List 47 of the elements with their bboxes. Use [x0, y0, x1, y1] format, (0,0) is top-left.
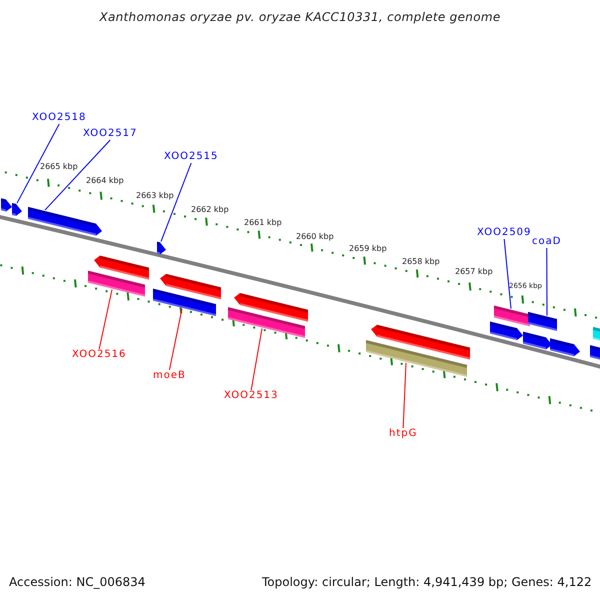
gene-label: XOO2517 [83, 129, 138, 139]
tick-label: 2660 kbp [296, 233, 334, 241]
gene-feature [522, 332, 552, 350]
leader-line [546, 248, 548, 316]
gene-feature [234, 293, 308, 322]
gene-feature [156, 242, 166, 254]
gene-feature [28, 206, 102, 236]
gene-label: XOO2515 [164, 152, 218, 162]
footer-text: Accession: NC_006834 [9, 576, 146, 588]
gene-label: XOO2518 [32, 113, 86, 123]
tick-label: 2663 kbp [136, 192, 174, 200]
gene-feature [12, 202, 22, 216]
gene-feature [228, 307, 306, 338]
tick-label: 2664 kbp [86, 177, 124, 185]
gene-label: XOO2509 [477, 228, 532, 238]
leader-line [98, 289, 112, 350]
leader-line [402, 362, 406, 428]
tick-label: 2657 kbp [455, 268, 493, 276]
gene-feature [366, 340, 468, 377]
gene-feature [371, 324, 470, 360]
leader-line [16, 124, 60, 204]
gene-feature [152, 288, 216, 316]
gene-label: htpG [389, 429, 418, 439]
gene-label: XOO2513 [224, 391, 278, 401]
tick-label: 2662 kbp [191, 206, 229, 214]
gene-feature [490, 322, 523, 340]
tick-label: 2661 kbp [244, 219, 282, 227]
gene-label: XOO2516 [72, 350, 126, 360]
gene-label: coaD [532, 237, 562, 247]
tick-label: 2659 kbp [349, 245, 387, 253]
gene-label: moeB [153, 371, 186, 381]
gene-feature [592, 326, 600, 341]
leader-line [168, 308, 182, 370]
gene-feature [494, 306, 530, 326]
footer-text: Topology: circular; Length: 4,941,439 bp; Genes: 4,122 [262, 576, 592, 588]
gene-feature [94, 256, 150, 280]
gene-feature [160, 274, 222, 300]
chart-title: Xanthomonas oryzae pv. oryzae KACC10331, complete genome [98, 11, 502, 23]
tick-label: 2658 kbp [402, 258, 440, 266]
gene-feature [590, 345, 600, 360]
gene-feature [528, 312, 558, 332]
leader-line [504, 238, 512, 310]
gene-feature [88, 270, 146, 297]
gene-feature [0, 198, 12, 212]
gene-feature [550, 338, 580, 356]
leader-line [250, 328, 262, 390]
tick-label: 2665 kbp [40, 163, 78, 171]
